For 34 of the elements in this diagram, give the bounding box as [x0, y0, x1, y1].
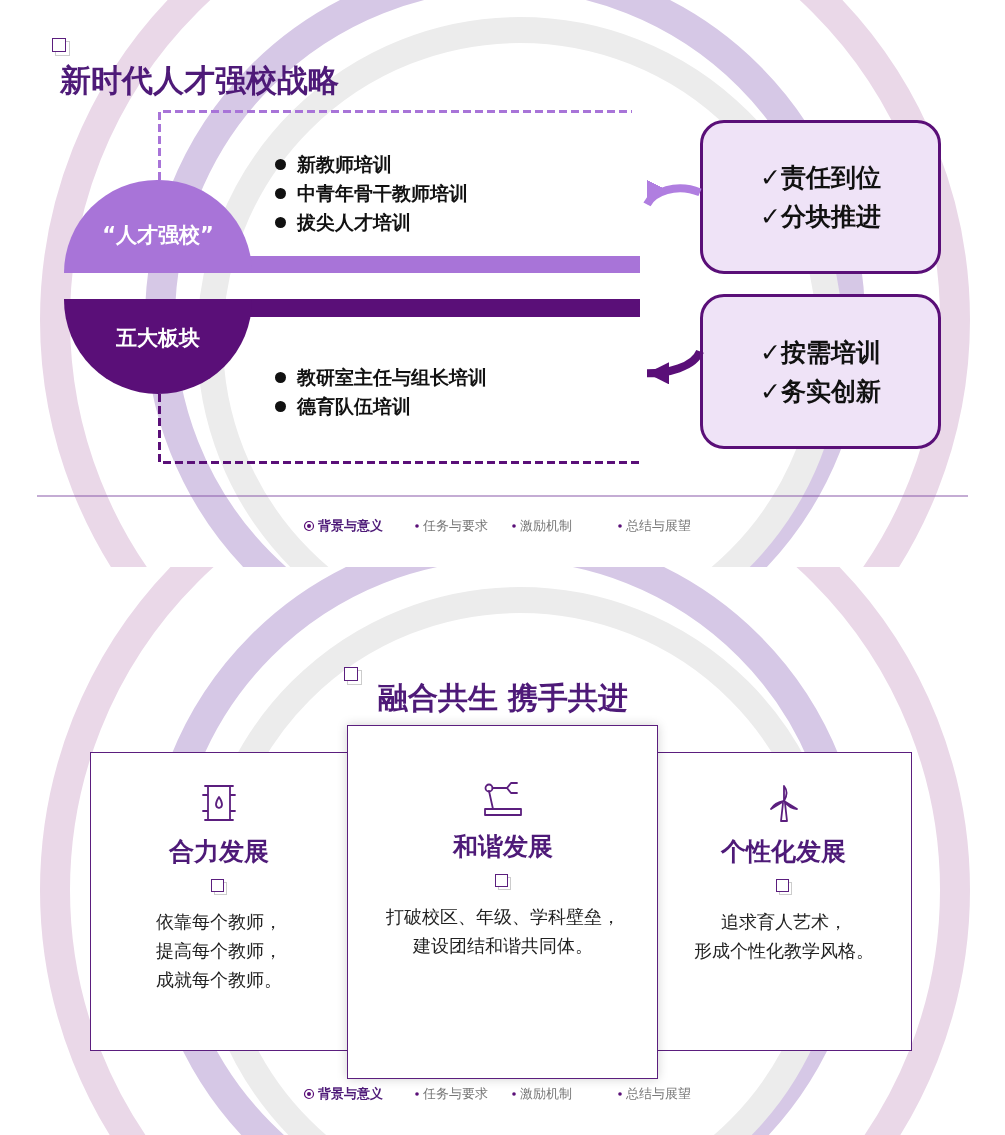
slide-title: 新时代人才强校战略 — [60, 61, 339, 100]
circle-label: “人才强校” — [102, 221, 214, 249]
bullet-item: 拔尖人才培训 — [275, 208, 640, 237]
circle-label: 五大板块 — [116, 324, 200, 352]
nav-item: 背景与意义 — [318, 518, 383, 534]
card-text: 依靠每个教师，提高每个教师，成就每个教师。 — [156, 910, 282, 992]
rounded-box — [700, 120, 941, 274]
card-heading: 个性化发展 — [721, 836, 846, 868]
nav-item: 激励机制 — [520, 518, 572, 534]
card — [655, 752, 912, 1051]
bullet-item: 德育队伍培训 — [275, 392, 640, 421]
card — [347, 725, 658, 1079]
card-text: 打破校区、年级、学科壁垒，建设团结和谐共同体。 — [385, 905, 620, 958]
card-heading: 和谐发展 — [452, 831, 553, 863]
slide-title: 融合共生 携手共进 — [377, 680, 629, 715]
check-item: ✓分块推进 — [760, 201, 881, 233]
nav-item: 背景与意义 — [318, 1086, 383, 1102]
card-text: 追求育人艺术，形成个性化教学风格。 — [693, 910, 874, 963]
bullet-item: 新教师培训 — [275, 150, 640, 179]
bullet-item: 中青年骨干教师培训 — [275, 179, 640, 208]
nav-item: 总结与展望 — [626, 1086, 691, 1102]
bullet-item: 教研室主任与组长培训 — [275, 363, 640, 392]
curved-arrow — [643, 179, 702, 207]
card-heading: 合力发展 — [169, 836, 269, 868]
bar — [248, 299, 640, 317]
check-item: ✓按需培训 — [760, 336, 881, 369]
card — [90, 752, 348, 1051]
check-item: ✓务实创新 — [760, 375, 881, 408]
rounded-box — [700, 294, 941, 449]
bar — [248, 256, 640, 273]
curved-arrow — [646, 349, 704, 384]
nav-item: 任务与要求 — [423, 518, 488, 534]
check-item: ✓责任到位 — [760, 162, 881, 194]
nav-item: 总结与展望 — [626, 518, 691, 534]
